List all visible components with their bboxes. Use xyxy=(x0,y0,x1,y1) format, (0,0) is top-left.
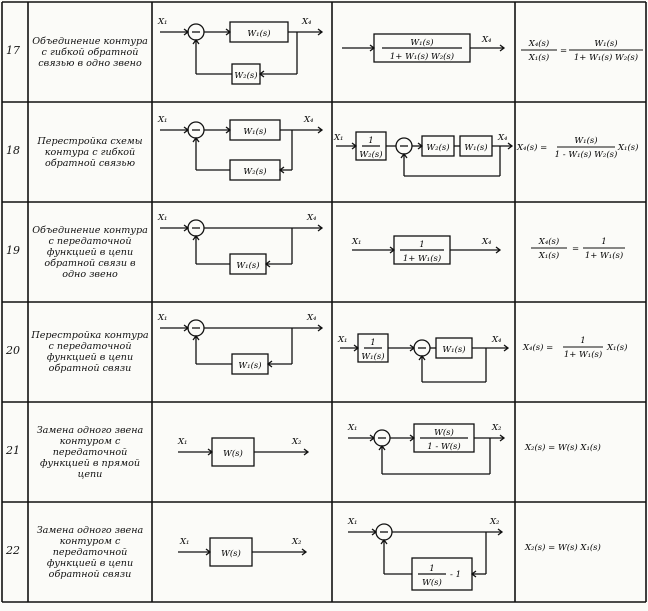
block-label: W(s) xyxy=(223,448,243,459)
output-label: X₂ xyxy=(489,517,500,527)
feedback-block-label: W₁(s) xyxy=(238,360,261,371)
equivalent-scheme: X₁ X₄ 1 W₁(s) W₁(s) xyxy=(337,333,510,383)
formula-lhs-den: X₁(s) xyxy=(538,250,559,261)
original-scheme: X₁ X₄ W₁(s) W₂(s) xyxy=(157,115,324,181)
output-label: X₂ xyxy=(291,437,302,447)
feedback-block-label: W₂(s) xyxy=(243,166,266,177)
formula: X₄(s) X₁(s) = W₁(s) 1+ W₁(s) W₂(s) xyxy=(521,38,643,63)
row-number: 22 xyxy=(6,544,20,557)
row-number: 17 xyxy=(6,44,20,57)
formula-rhs-num: 1 xyxy=(580,336,585,346)
tf-numerator: W(s) xyxy=(434,427,454,438)
output-label: X₂ xyxy=(291,537,302,547)
output-label: X₄ xyxy=(497,133,508,143)
formula-text: X₂(s) = W(s) X₁(s) xyxy=(524,442,601,453)
block-2-label: W₁(s) xyxy=(464,142,487,153)
formula-rhs-den: 1+ W₁(s) W₂(s) xyxy=(574,52,638,63)
formula-rhs-den: 1+ W₁(s) xyxy=(585,250,623,261)
input-label: X₁ xyxy=(179,537,189,547)
feedback-tail: - 1 xyxy=(450,570,461,580)
feedback-block-label: W₂(s) xyxy=(234,70,257,81)
formula: X₄(s) X₁(s) = 1 1+ W₁(s) xyxy=(531,236,625,261)
original-scheme: X₁ X₄ W₁(s) xyxy=(157,313,324,375)
formula-lhs-num: X₄(s) xyxy=(538,236,559,247)
input-label: X₁ xyxy=(337,335,347,345)
original-scheme: X₁ X₂ W(s) xyxy=(177,437,310,467)
row-description: Замена одного звена контуром с передаточ… xyxy=(36,424,144,480)
row-description: Перестройка схемы контура с гибкой обрат… xyxy=(37,135,143,169)
row-description: Объединение контура с гибкой обратной св… xyxy=(32,35,148,69)
equivalent-scheme: X₁ 1 1+ W₁(s) X₄ xyxy=(351,235,502,265)
equivalent-scheme: X₁ X₂ W(s) 1 - W(s) xyxy=(347,423,506,475)
pre-block-numerator: 1 xyxy=(370,338,375,348)
row-description: Перестройка контура с передаточной функц… xyxy=(31,330,149,374)
equivalent-scheme: X₁ X₄ 1 W₂(s) W₂(s) W₁(s) xyxy=(333,131,514,177)
input-label: X₁ xyxy=(177,437,187,447)
tf-denominator: 1+ W₁(s) W₂(s) xyxy=(390,51,454,62)
original-scheme: X₁ X₄ W₁(s) W₂(s) xyxy=(157,17,324,85)
row-number: 21 xyxy=(6,444,20,457)
input-label: X₁ xyxy=(351,237,361,247)
original-scheme: X₁ X₂ W(s) xyxy=(178,537,308,567)
tf-denominator: 1 - W(s) xyxy=(427,441,460,452)
formula-rhs-den: 1 - W₁(s) W₂(s) xyxy=(555,149,618,160)
pre-block-numerator: 1 xyxy=(368,136,373,146)
pre-block-denominator: W₂(s) xyxy=(359,149,382,160)
formula-rhs-num: 1 xyxy=(601,237,606,247)
formula-text: X₂(s) = W(s) X₁(s) xyxy=(524,542,601,553)
formula-rhs-num: W₁(s) xyxy=(574,135,597,146)
output-label: X₄ xyxy=(481,237,492,247)
svg-text:=: = xyxy=(560,46,567,56)
formula: X₄(s) = W₁(s) 1 - W₁(s) W₂(s) X₁(s) xyxy=(516,135,638,160)
row-description: Объединение контура с передаточной функц… xyxy=(32,224,148,280)
formula-tail: X₁(s) xyxy=(606,342,627,353)
formula-lhs: X₄(s) = xyxy=(516,142,547,153)
formula-rhs-num: W₁(s) xyxy=(594,38,617,49)
formula-rhs-den: 1+ W₁(s) xyxy=(564,349,602,360)
formula-lhs: X₄(s) = xyxy=(522,342,553,353)
input-label: X₁ xyxy=(347,423,357,433)
formula-lhs-den: X₁(s) xyxy=(528,52,549,63)
formula: X₄(s) = 1 1+ W₁(s) X₁(s) xyxy=(522,336,627,360)
output-label: X₂ xyxy=(491,423,502,433)
forward-block-label: W₁(s) xyxy=(247,28,270,39)
output-label: X₄ xyxy=(491,335,502,345)
formula: X₂(s) = W(s) X₁(s) xyxy=(524,542,601,553)
output-label: X₄ xyxy=(481,35,492,45)
output-label: X₄ xyxy=(301,17,312,27)
row-number: 19 xyxy=(6,244,20,257)
original-scheme: X₁ X₄ W₁(s) xyxy=(157,213,324,275)
tf-numerator: W₁(s) xyxy=(410,37,433,48)
row-number: 20 xyxy=(6,344,20,357)
svg-text:=: = xyxy=(572,244,579,254)
input-label: X₁ xyxy=(157,213,167,223)
formula: X₂(s) = W(s) X₁(s) xyxy=(524,442,601,453)
input-label: X₁ xyxy=(157,313,167,323)
block-1-label: W₁(s) xyxy=(442,344,465,355)
tf-denominator: 1+ W₁(s) xyxy=(403,253,441,264)
tf-numerator: 1 xyxy=(419,240,424,250)
feedback-denominator: W(s) xyxy=(422,577,442,588)
row-description: Замена одного звена контуром с передаточ… xyxy=(36,524,144,580)
output-label: X₄ xyxy=(303,115,314,125)
input-label: X₁ xyxy=(347,517,357,527)
equivalent-scheme: W₁(s) 1+ W₁(s) W₂(s) X₄ xyxy=(342,33,506,63)
formula-lhs-num: X₄(s) xyxy=(528,38,549,49)
block-1-label: W₂(s) xyxy=(426,142,449,153)
feedback-numerator: 1 xyxy=(429,564,434,574)
row-number: 18 xyxy=(6,144,20,157)
input-label: X₁ xyxy=(157,115,167,125)
input-label: X₁ xyxy=(157,17,167,27)
feedback-block-label: W₁(s) xyxy=(236,260,259,271)
output-label: X₄ xyxy=(306,213,317,223)
pre-block-denominator: W₁(s) xyxy=(361,351,384,362)
block-label: W(s) xyxy=(221,548,241,559)
input-label: X₁ xyxy=(333,133,343,143)
equivalent-scheme: X₁ X₂ 1 W(s) - 1 xyxy=(347,517,504,591)
forward-block-label: W₁(s) xyxy=(243,126,266,137)
formula-tail: X₁(s) xyxy=(617,142,638,153)
output-label: X₄ xyxy=(306,313,317,323)
